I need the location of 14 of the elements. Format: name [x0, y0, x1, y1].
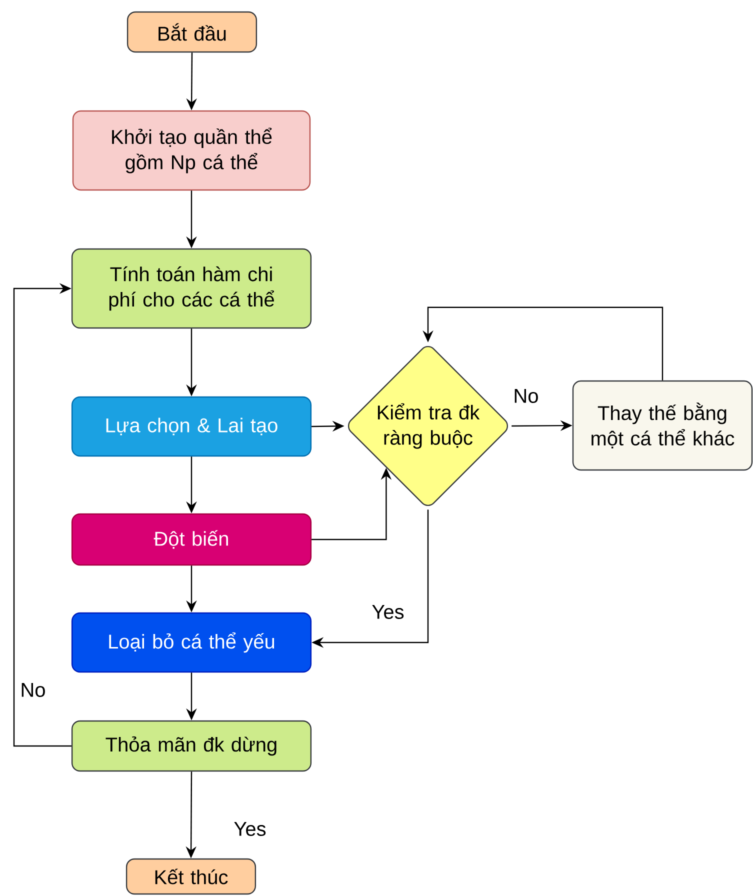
process-box: Tính toán hàm chi phí cho các cá thể	[71, 248, 312, 329]
edge-label: No	[512, 388, 540, 404]
edge-label: No	[18, 682, 48, 698]
decision-box: Thỏa mãn đk dừng	[71, 720, 312, 772]
arrow	[13, 283, 72, 747]
process-box: Thay thế bằng một cá thể khác	[572, 380, 753, 471]
process-box: Loại bỏ cá thể yếu	[71, 612, 312, 673]
process-box: Lựa chọn & Lai tạo	[71, 396, 312, 457]
edge-label: Yes	[232, 820, 268, 838]
process-box: Đột biến	[71, 513, 312, 566]
end-box: Kết thúc	[126, 858, 256, 895]
edge-label: Yes	[370, 604, 406, 620]
process-box: Khởi tạo quần thể gồm Np cá thể	[72, 110, 311, 191]
start-box: Bắt đầu	[126, 11, 258, 53]
